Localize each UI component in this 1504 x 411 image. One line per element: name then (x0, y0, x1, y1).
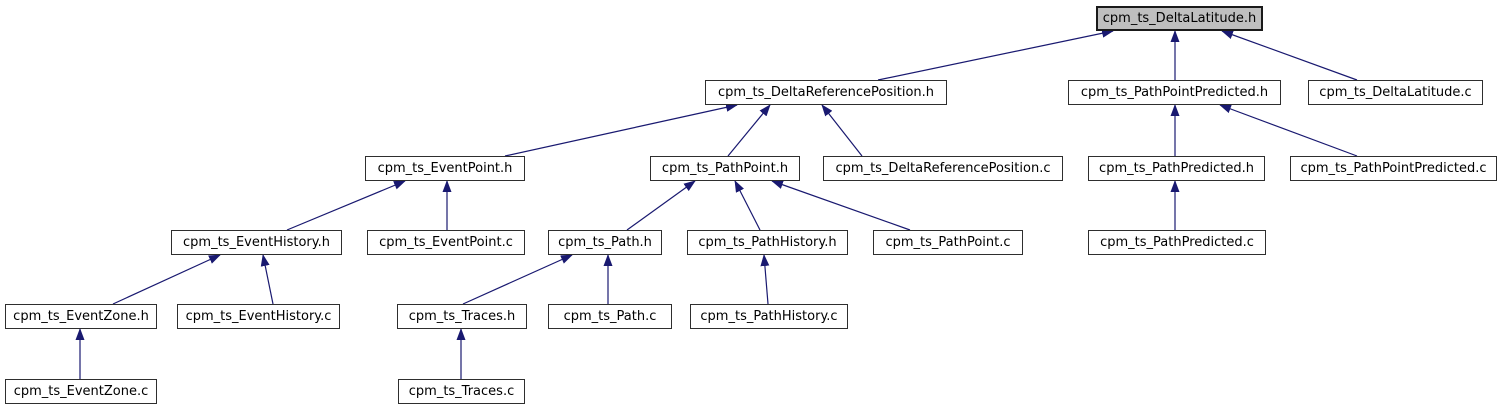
edge-cpm_ts_EventHistory_c-to-cpm_ts_EventHistory_h (260, 254, 274, 305)
node-cpm_ts_EventZone_h[interactable]: cpm_ts_EventZone.h (5, 304, 157, 329)
edge-cpm_ts_Traces_h-to-cpm_ts_Path_h (462, 254, 573, 305)
edge-cpm_ts_DeltaLatitude_c-to-cpm_ts_DeltaLatitude_h (1221, 30, 1358, 81)
node-cpm_ts_PathHistory_h[interactable]: cpm_ts_PathHistory.h (687, 230, 848, 255)
edge-cpm_ts_PathHistory_c-to-cpm_ts_PathHistory_h (760, 254, 770, 305)
node-cpm_ts_EventZone_c[interactable]: cpm_ts_EventZone.c (5, 379, 157, 404)
edge-cpm_ts_EventZone_h-to-cpm_ts_EventHistory_h (112, 254, 221, 305)
node-cpm_ts_PathPointPredicted_c[interactable]: cpm_ts_PathPointPredicted.c (1290, 156, 1497, 181)
edge-cpm_ts_EventPoint_h-to-cpm_ts_DeltaReferencePosition_h (504, 102, 738, 157)
node-cpm_ts_PathPoint_c[interactable]: cpm_ts_PathPoint.c (873, 230, 1023, 255)
edge-cpm_ts_PathPoint_c-to-cpm_ts_PathPoint_h (771, 180, 911, 231)
node-cpm_ts_Traces_h[interactable]: cpm_ts_Traces.h (397, 304, 527, 329)
node-cpm_ts_Traces_c[interactable]: cpm_ts_Traces.c (398, 379, 525, 404)
node-cpm_ts_DeltaLatitude_h[interactable]: cpm_ts_DeltaLatitude.h (1096, 6, 1263, 31)
node-cpm_ts_EventPoint_c[interactable]: cpm_ts_EventPoint.c (367, 230, 525, 255)
node-cpm_ts_PathPointPredicted_h[interactable]: cpm_ts_PathPointPredicted.h (1068, 80, 1281, 105)
edge-cpm_ts_DeltaReferencePosition_c-to-cpm_ts_DeltaReferencePosition_h (821, 104, 863, 157)
node-cpm_ts_DeltaReferencePosition_c[interactable]: cpm_ts_DeltaReferencePosition.c (823, 156, 1063, 181)
node-cpm_ts_PathPoint_h[interactable]: cpm_ts_PathPoint.h (650, 156, 800, 181)
edge-cpm_ts_DeltaReferencePosition_h-to-cpm_ts_DeltaLatitude_h (877, 28, 1114, 81)
node-cpm_ts_EventPoint_h[interactable]: cpm_ts_EventPoint.h (365, 156, 525, 181)
node-cpm_ts_DeltaReferencePosition_h[interactable]: cpm_ts_DeltaReferencePosition.h (705, 80, 947, 105)
edge-cpm_ts_EventHistory_h-to-cpm_ts_EventPoint_h (286, 180, 406, 231)
node-cpm_ts_Path_c[interactable]: cpm_ts_Path.c (548, 304, 672, 329)
node-cpm_ts_Path_h[interactable]: cpm_ts_Path.h (548, 230, 662, 255)
node-cpm_ts_DeltaLatitude_c[interactable]: cpm_ts_DeltaLatitude.c (1308, 80, 1483, 105)
edge-cpm_ts_PathPointPredicted_c-to-cpm_ts_PathPointPredicted_h (1219, 104, 1358, 157)
node-cpm_ts_EventHistory_c[interactable]: cpm_ts_EventHistory.c (177, 304, 340, 329)
node-cpm_ts_PathPredicted_h[interactable]: cpm_ts_PathPredicted.h (1088, 156, 1265, 181)
node-cpm_ts_EventHistory_h[interactable]: cpm_ts_EventHistory.h (171, 230, 342, 255)
edge-cpm_ts_Path_h-to-cpm_ts_PathPoint_h (626, 180, 696, 231)
edge-cpm_ts_PathHistory_h-to-cpm_ts_PathPoint_h (734, 180, 761, 231)
node-cpm_ts_PathPredicted_c[interactable]: cpm_ts_PathPredicted.c (1088, 230, 1266, 255)
edge-cpm_ts_PathPoint_h-to-cpm_ts_DeltaReferencePosition_h (727, 104, 771, 157)
node-cpm_ts_PathHistory_c[interactable]: cpm_ts_PathHistory.c (690, 304, 848, 329)
